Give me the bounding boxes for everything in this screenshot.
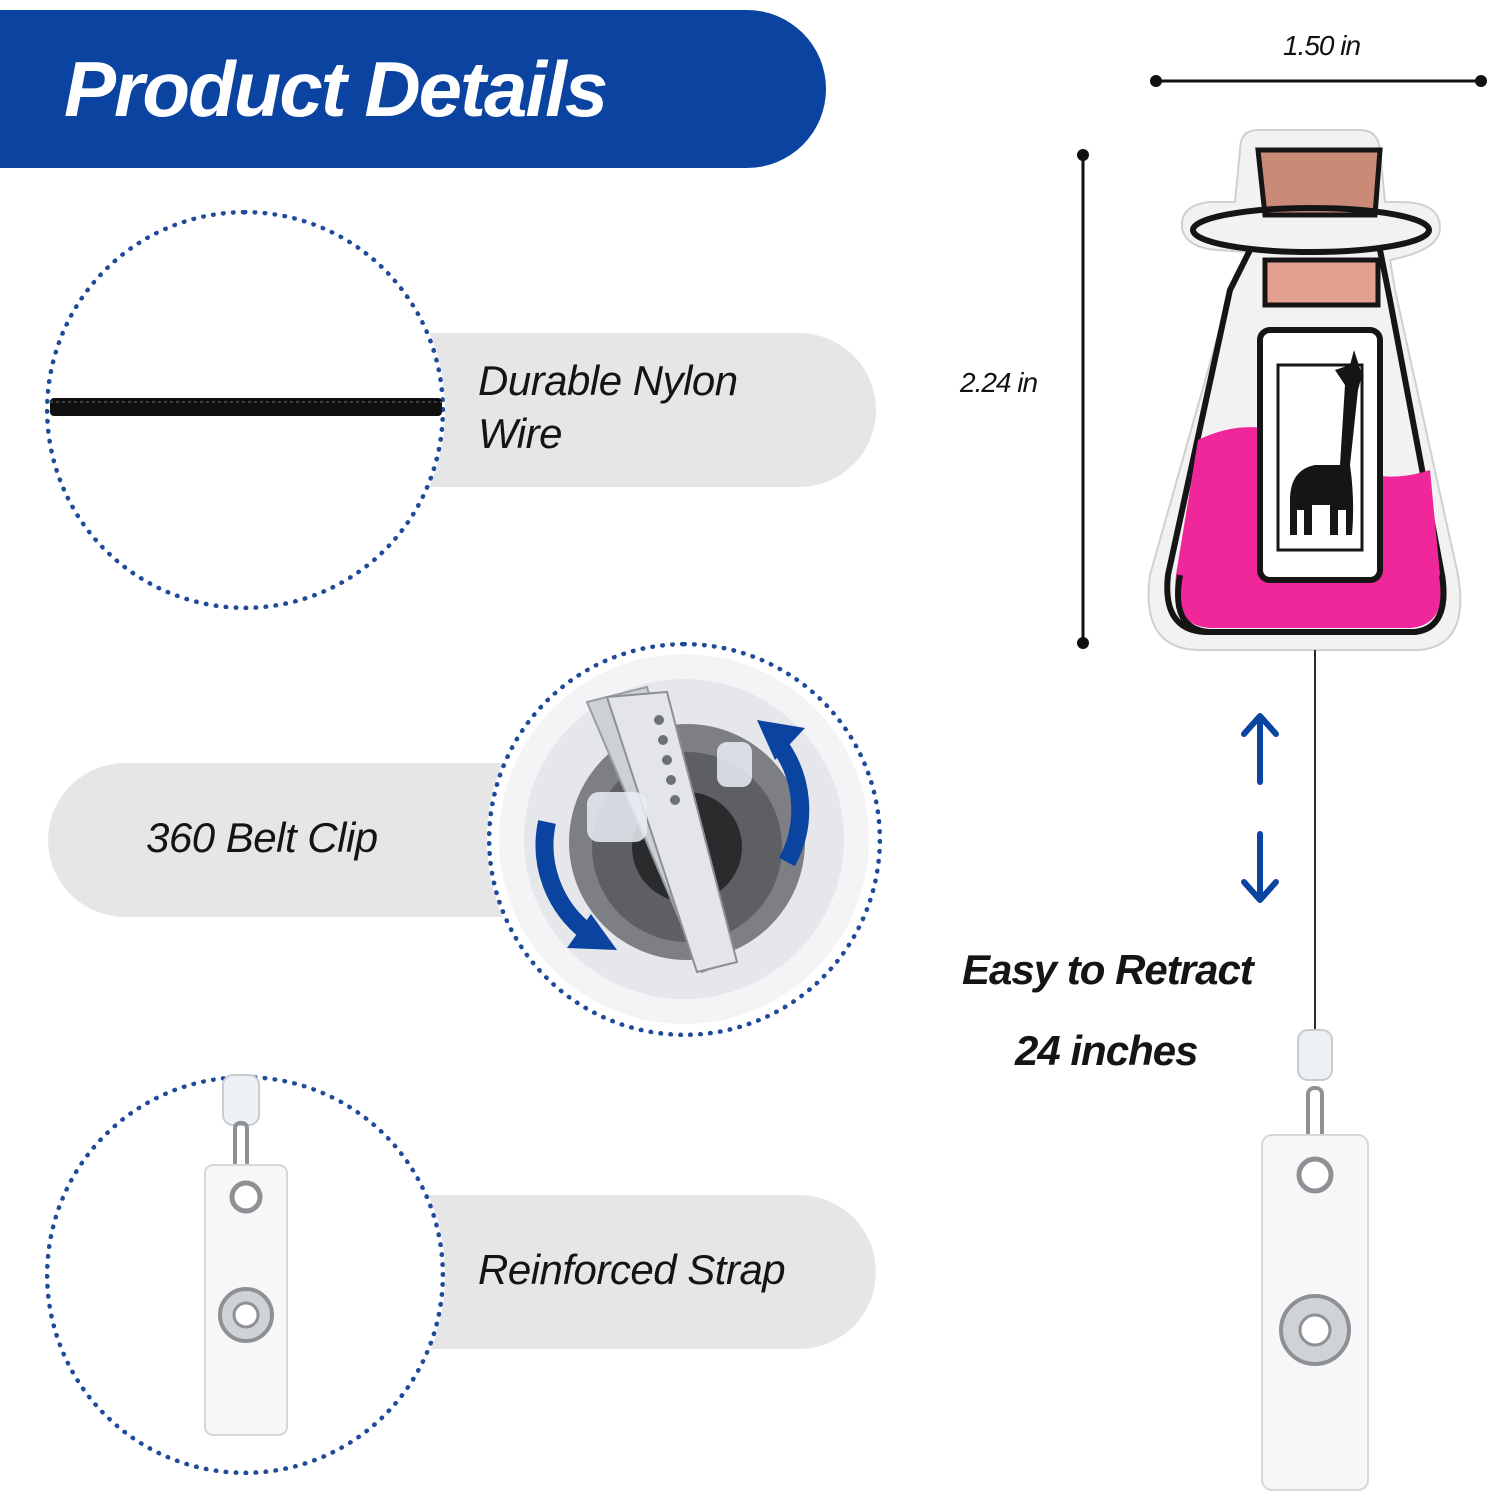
retract-label: Easy to Retract — [962, 946, 1254, 993]
feature-nylon-wire-text: Durable Nylon Wire — [478, 355, 738, 460]
rotate-arrow-icon — [535, 720, 810, 950]
width-label: 1.50 in — [1283, 30, 1361, 61]
height-label: 2.24 in — [960, 367, 1038, 398]
feature-strap-text: Reinforced Strap — [478, 1246, 786, 1293]
product-details-banner: Product Details — [0, 10, 826, 168]
flask-badge-icon — [1147, 129, 1462, 670]
feature-nylon-wire-line2: Wire — [478, 409, 562, 457]
down-arrow-icon — [1241, 831, 1279, 903]
feature-belt-clip-text: 360 Belt Clip — [146, 814, 378, 861]
retract-length-label: 24 inches — [1015, 1027, 1198, 1074]
strap-icon — [204, 1074, 288, 1436]
banner-title: Product Details — [64, 45, 608, 133]
feature-nylon-wire-line1: Durable Nylon — [478, 357, 738, 404]
up-arrow-icon — [1241, 713, 1279, 785]
badge-strap-icon — [1261, 1029, 1369, 1491]
nylon-wire-icon — [50, 398, 442, 416]
